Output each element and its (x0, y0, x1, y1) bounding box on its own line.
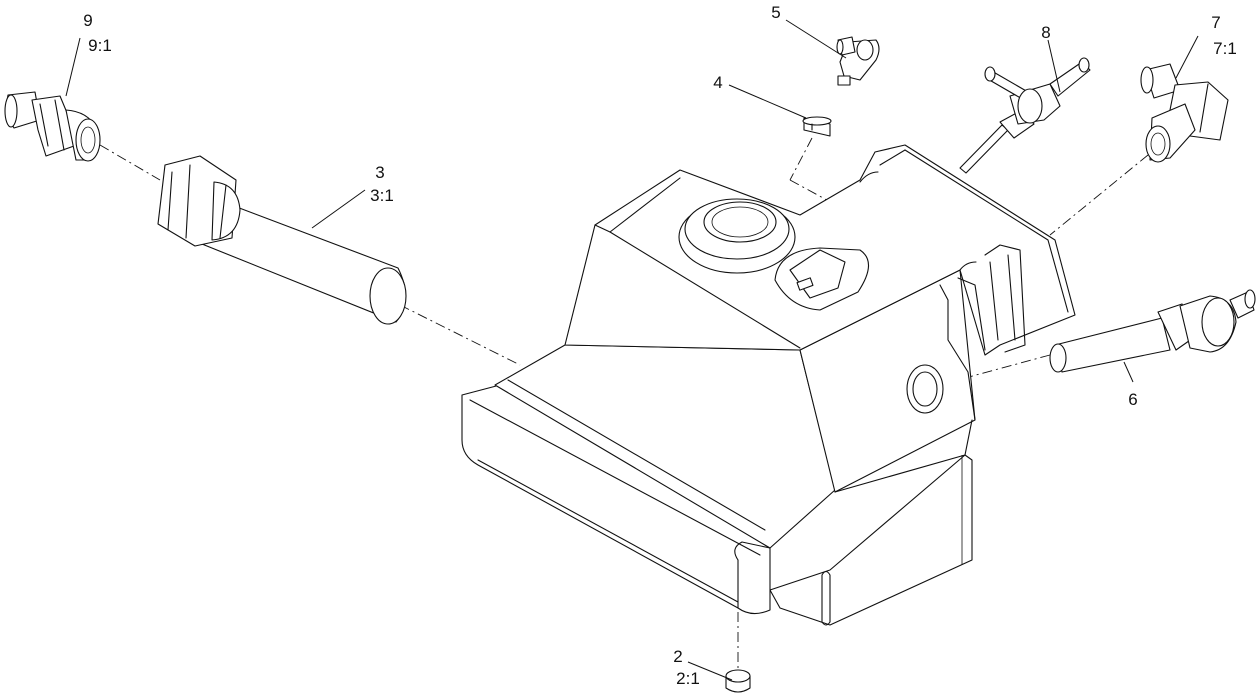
callout-7: 7 7:1 (1211, 13, 1237, 58)
part-7-elbow (1140, 63, 1229, 163)
callout-5-number: 5 (771, 3, 780, 22)
callout-2-qty: 2:1 (676, 669, 700, 688)
part-4-grommet (802, 116, 832, 137)
callout-9: 9 9:1 (83, 11, 112, 55)
part-6-outlet (1049, 289, 1256, 373)
callout-7-qty: 7:1 (1213, 39, 1237, 58)
part-5-elbow (836, 36, 880, 86)
callout-8: 8 (1041, 23, 1050, 42)
callout-leaders (65, 19, 1199, 681)
callout-9-qty: 9:1 (88, 36, 112, 55)
callout-3-number: 3 (375, 163, 384, 182)
callout-3: 3 3:1 (370, 163, 394, 205)
part-2-cap (725, 669, 751, 693)
tank (461, 144, 1076, 626)
callout-8-number: 8 (1041, 23, 1050, 42)
part-3-tube (157, 155, 407, 325)
part-9-fitting (4, 91, 101, 162)
callout-9-number: 9 (83, 11, 92, 30)
callout-5: 5 (771, 3, 780, 22)
callout-6: 6 (1128, 390, 1137, 409)
callout-7-number: 7 (1211, 13, 1220, 32)
callout-3-qty: 3:1 (370, 186, 394, 205)
part-8-vent-assembly (959, 57, 1091, 174)
callout-4-number: 4 (713, 73, 722, 92)
callout-4: 4 (713, 73, 722, 92)
callout-2: 2 2:1 (673, 647, 700, 688)
callout-6-number: 6 (1128, 390, 1137, 409)
callout-2-number: 2 (673, 647, 682, 666)
